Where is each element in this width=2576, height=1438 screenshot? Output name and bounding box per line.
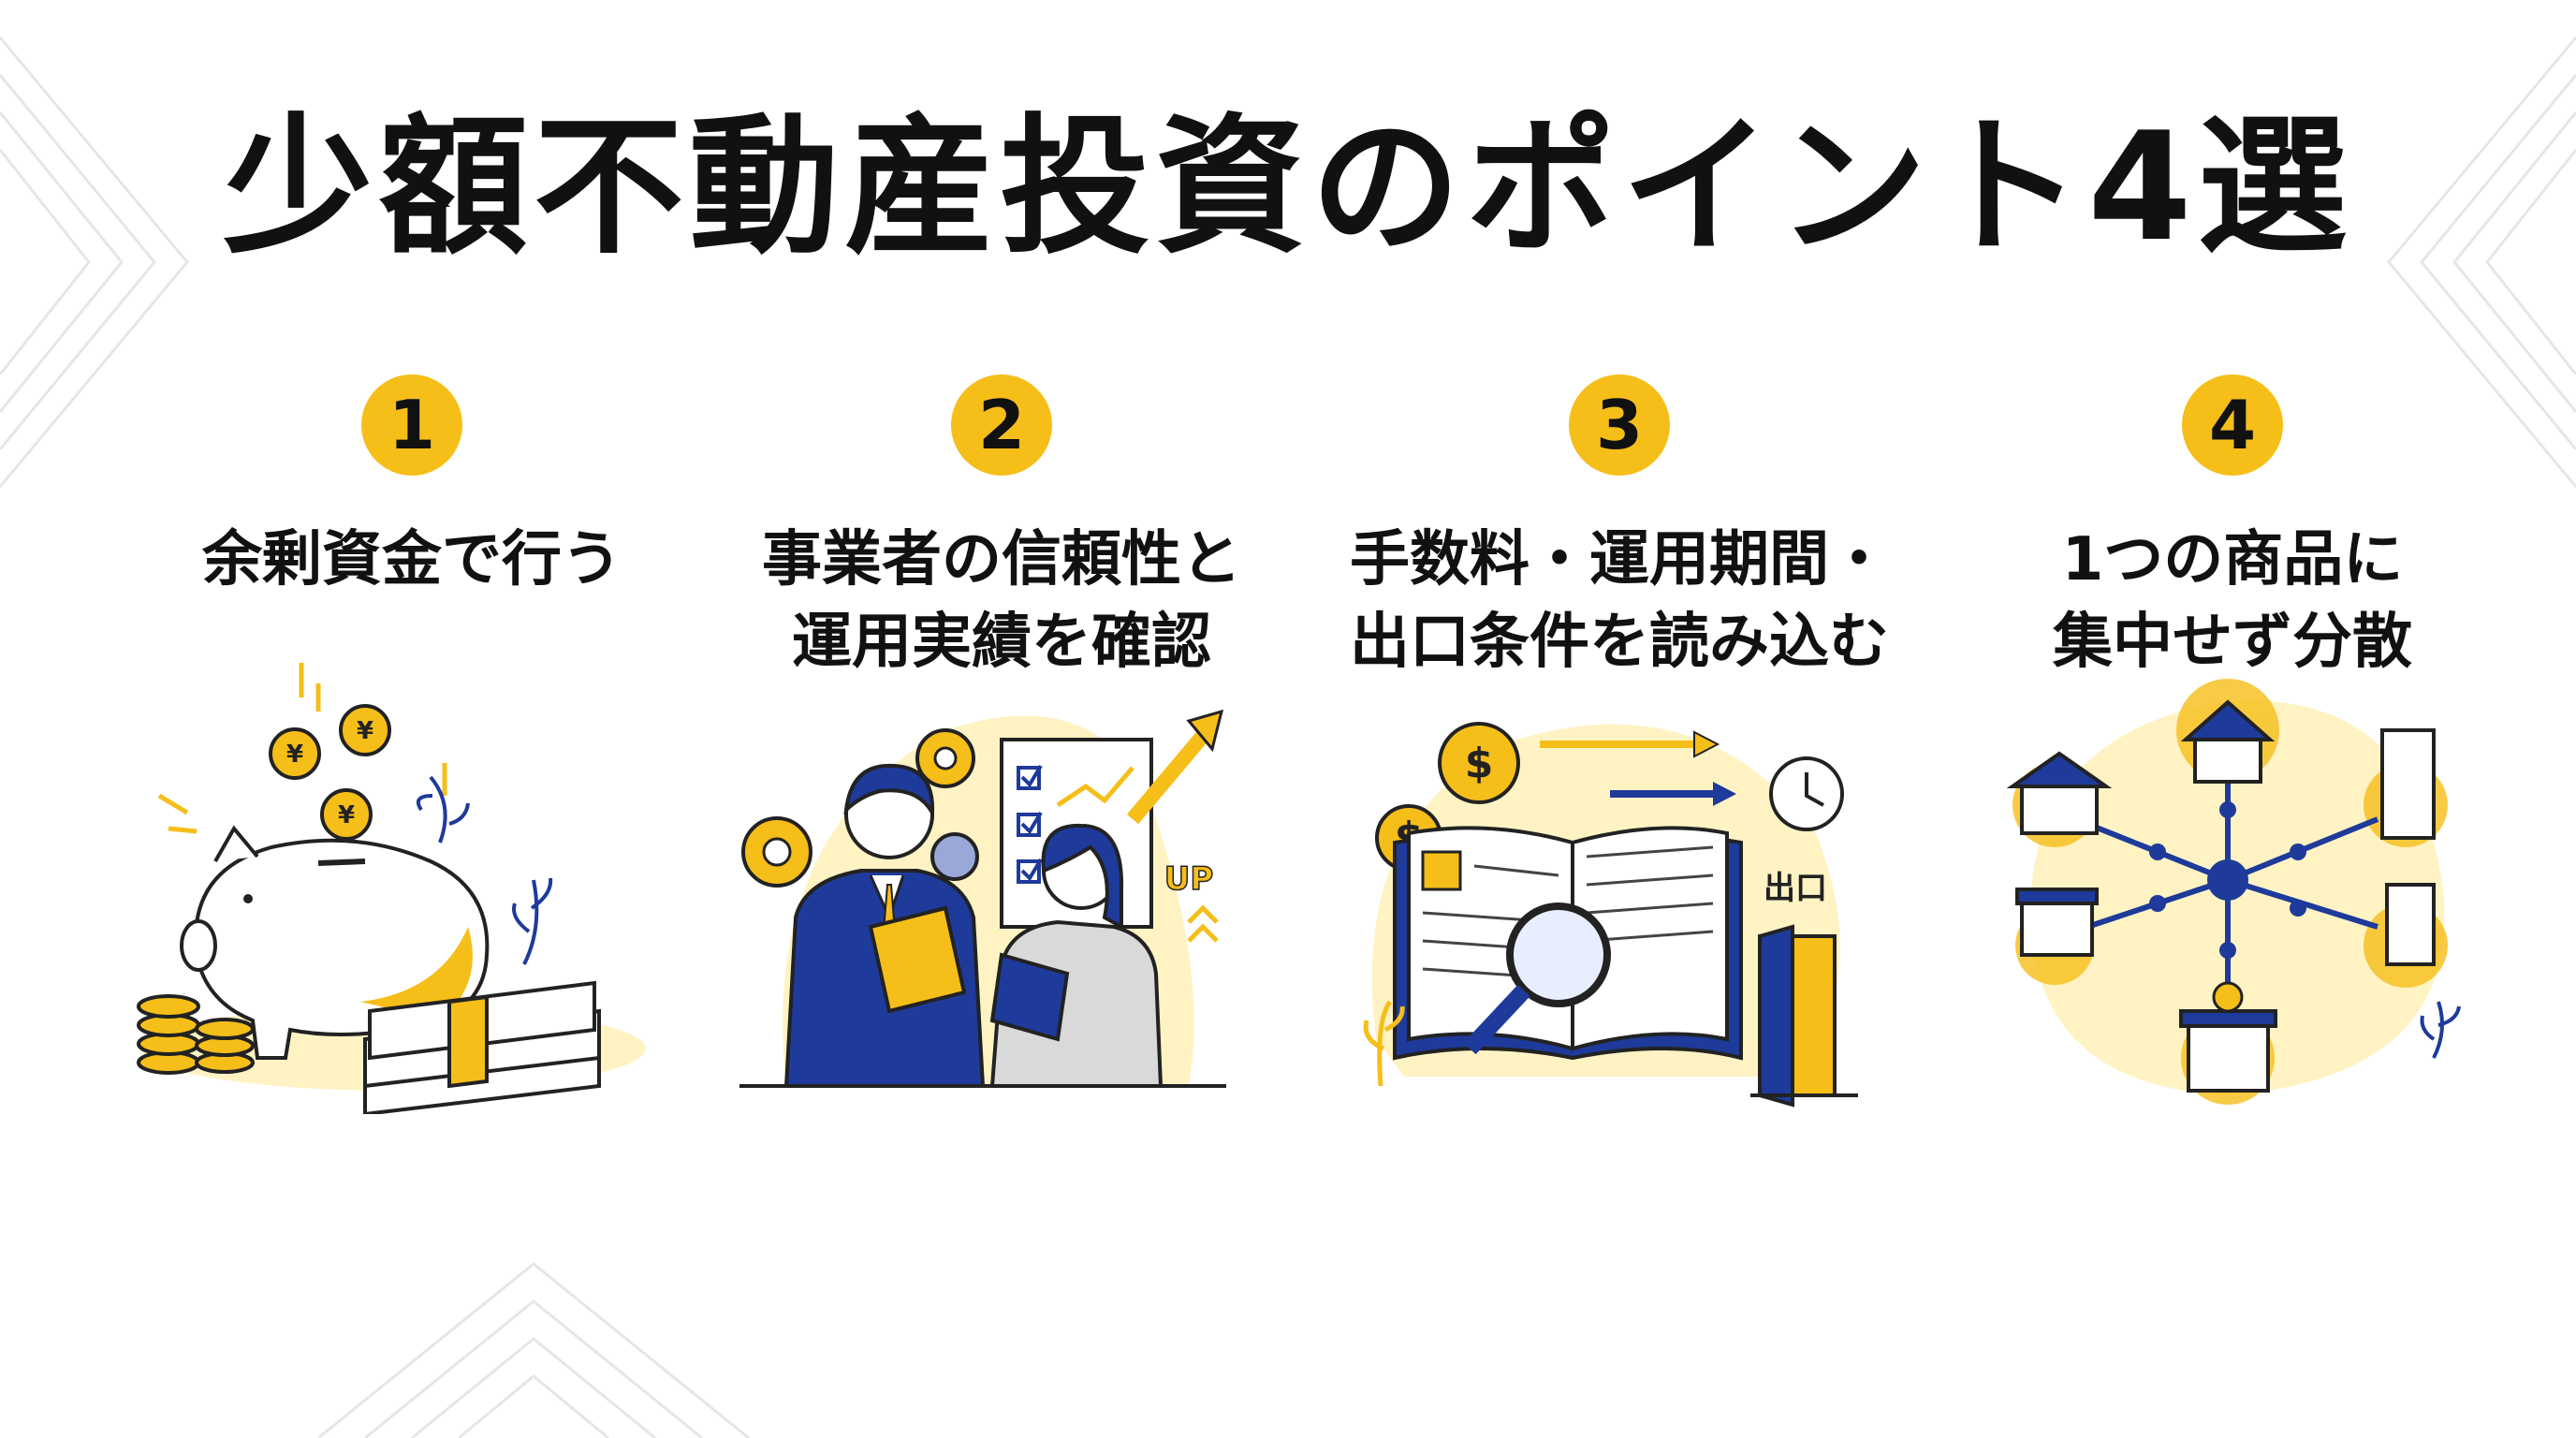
number-badge: 3 [1569,374,1670,476]
svg-text:¥: ¥ [338,801,355,829]
corner-pattern-top-right [2387,37,2576,488]
number-badge: 4 [2182,374,2283,476]
corner-pattern-top-left [0,37,189,488]
caption-line: 事業者の信頼性と [762,525,1241,594]
diversified-network-icon [2006,679,2461,1105]
svg-text:$: $ [1465,740,1494,787]
point-caption: 1つの商品に 集中せず分散 [1924,519,2541,683]
point-2: 2 事業者の信頼性と 運用実績を確認 [693,374,1310,683]
exit-label: 出口 [1764,870,1827,907]
caption-line: 出口条件を読み込む [1350,608,1889,677]
caption-line: 運用実績を確認 [792,608,1211,677]
point-caption: 事業者の信頼性と 運用実績を確認 [693,519,1310,683]
caption-line: 集中せず分散 [2053,608,2412,677]
business-people-icon: UP [739,709,1226,1088]
svg-text:¥: ¥ [286,741,303,769]
point-caption: 余剰資金で行う [103,519,721,601]
page-title: 少額不動産投資のポイント4選 [223,99,2353,274]
point-1: 1 余剰資金で行う [103,374,721,601]
caption-line: 1つの商品に [2061,525,2404,594]
corner-pattern-bottom-left [317,1262,750,1438]
point-caption: 手数料・運用期間・ 出口条件を読み込む [1310,519,1928,683]
piggy-bank-icon: ¥ ¥ ¥ [137,663,646,1114]
open-book-magnifier-icon: $$ 出口 [1363,722,1858,1108]
caption-line: 手数料・運用期間・ [1350,525,1889,594]
point-3: 3 手数料・運用期間・ 出口条件を読み込む [1310,374,1928,683]
svg-text:¥: ¥ [357,717,373,745]
point-4: 4 1つの商品に 集中せず分散 [1924,374,2541,683]
number-badge: 1 [361,374,462,476]
number-badge: 2 [951,374,1052,476]
caption-line: 余剰資金で行う [202,525,622,594]
up-label: UP [1164,860,1214,898]
